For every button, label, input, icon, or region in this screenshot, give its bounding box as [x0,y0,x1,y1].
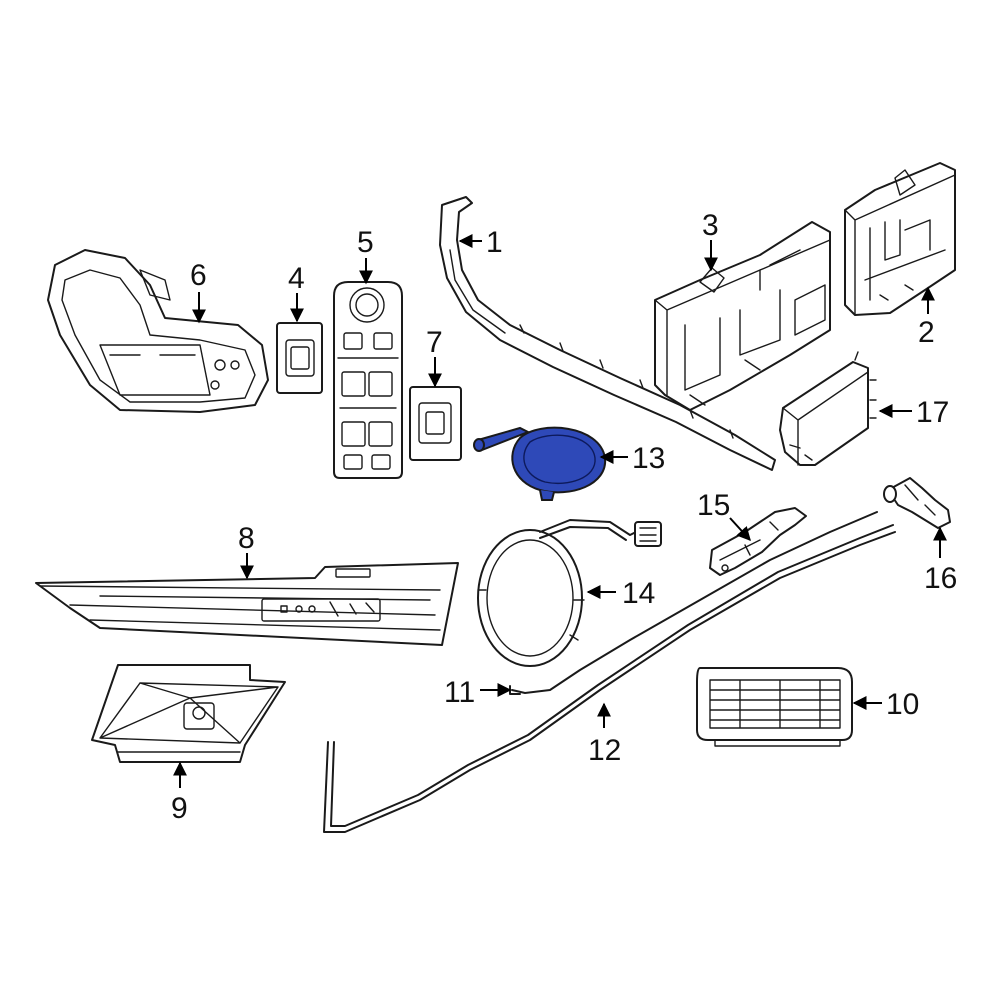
callout-11[interactable]: 11 [444,676,475,709]
callout-15[interactable]: 15 [697,489,730,522]
part-10-control-panel[interactable] [696,667,853,747]
part-8-door-trim-panel[interactable] [35,562,459,646]
callout-1[interactable]: 1 [486,226,503,259]
callout-3[interactable]: 3 [702,209,719,242]
part-13-coiled-cable[interactable] [473,426,607,501]
part-1-trim-strip[interactable] [439,196,776,471]
part-3-body-control-module[interactable] [654,221,831,411]
part-17-module[interactable] [779,351,877,466]
callout-13[interactable]: 13 [632,442,665,475]
callout-12[interactable]: 12 [588,734,621,767]
callout-5[interactable]: 5 [357,226,374,259]
callout-10[interactable]: 10 [886,688,919,721]
part-9-seat-controller[interactable] [91,664,286,763]
leader-15 [729,517,751,542]
callout-7[interactable]: 7 [426,326,443,359]
callout-2[interactable]: 2 [918,316,935,349]
callout-16[interactable]: 16 [924,562,957,595]
part-16-sensor[interactable] [883,477,951,529]
part-7-switch[interactable] [409,386,462,461]
callout-9[interactable]: 9 [171,792,188,825]
part-13-clip [539,489,555,501]
leader-lines [173,234,947,788]
callout-14[interactable]: 14 [622,577,655,610]
part-6-seat-switch-bezel[interactable] [47,249,269,413]
part-13-coil-inner [523,434,596,484]
part-5-window-switch-panel[interactable] [333,281,403,479]
callout-17[interactable]: 17 [916,396,949,429]
part-14-ring-antenna[interactable] [477,519,662,667]
part-4-switch[interactable] [276,322,323,394]
callout-4[interactable]: 4 [288,262,305,295]
part-12-rod[interactable] [323,524,896,833]
callout-labels: 1 2 3 4 5 6 7 8 9 10 11 12 13 14 15 16 1… [171,209,957,825]
callout-6[interactable]: 6 [190,259,207,292]
part-15-sensor-bracket[interactable] [709,507,807,576]
callout-8[interactable]: 8 [238,522,255,555]
part-2-control-module[interactable] [844,162,956,316]
part-13-cable-end [473,438,485,452]
